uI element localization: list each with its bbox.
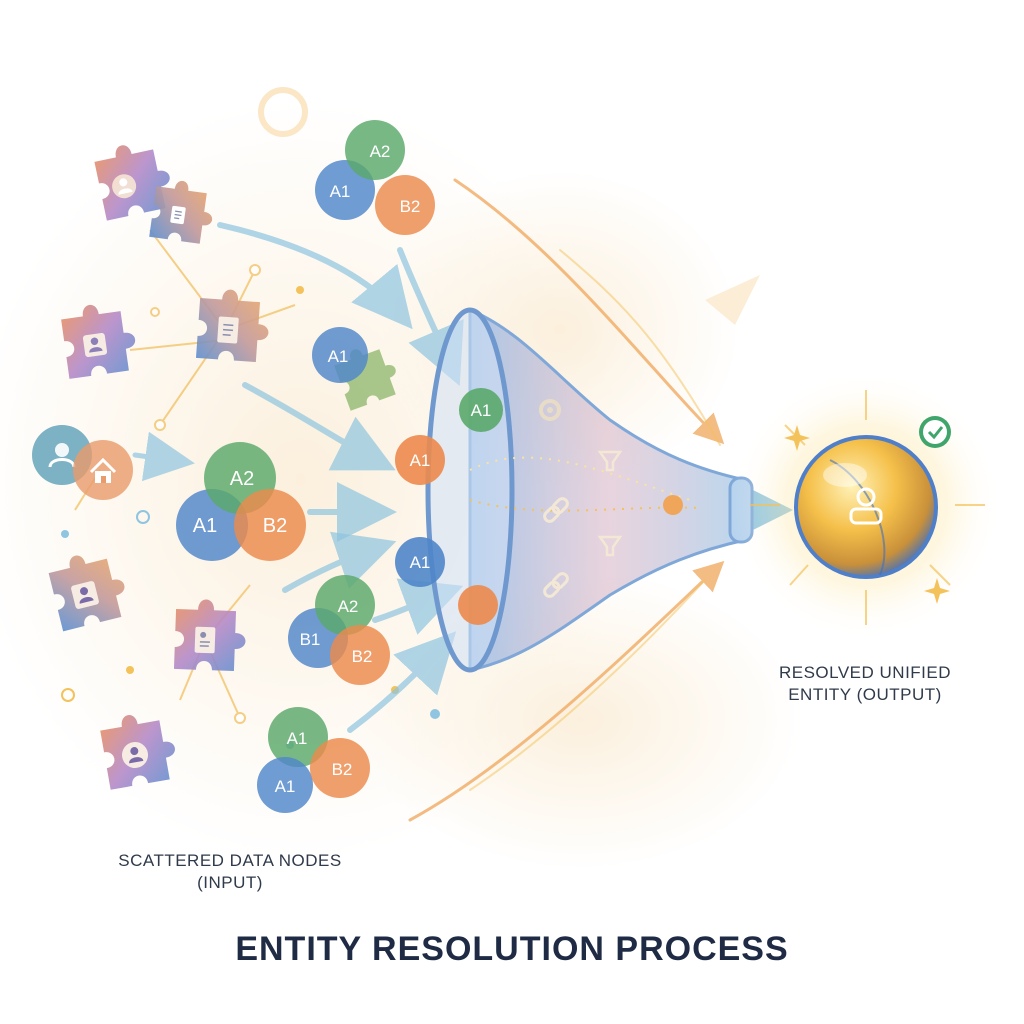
node-label: A2 (338, 597, 359, 616)
link-icon (543, 497, 569, 523)
user-icon (48, 443, 76, 468)
unified-entity-orb (731, 370, 1001, 640)
link-icon (543, 572, 569, 598)
node-label: A1 (287, 729, 308, 748)
node-label: B2 (263, 515, 287, 537)
gear-icon (539, 399, 561, 421)
background-blobs (0, 87, 800, 870)
user-icon (849, 487, 883, 525)
puzzle-piece-icon (59, 299, 140, 379)
puzzle-piece-icon (195, 287, 272, 363)
node-label: A2 (230, 468, 254, 490)
venn-cluster (176, 442, 306, 561)
venn-cluster (257, 707, 370, 813)
node-label: A1 (328, 347, 349, 366)
output-caption-line2: ENTITY (OUTPUT) (788, 685, 942, 704)
input-caption-line1: SCATTERED DATA NODES (118, 851, 342, 870)
input-caption: SCATTERED DATA NODES (INPUT) (95, 850, 365, 894)
sparkle-icon (784, 425, 950, 604)
diagram-title: ENTITY RESOLUTION PROCESS (235, 930, 789, 968)
puzzle-piece-icon (92, 136, 176, 221)
node-label: A1 (275, 777, 296, 796)
filter-icon (597, 535, 623, 557)
home-user-pair (32, 425, 133, 500)
node-label: A1 (410, 553, 431, 572)
puzzle-piece-icon (46, 545, 132, 632)
venn-cluster (315, 120, 435, 235)
output-caption-line1: RESOLVED UNIFIED (778, 663, 952, 682)
puzzle-piece-icon (98, 708, 181, 790)
flow-arrows (132, 178, 793, 822)
node-label: A1 (193, 515, 217, 537)
single-node (312, 327, 368, 383)
node-label: B1 (300, 630, 321, 649)
home-icon (89, 457, 117, 483)
node-label: B2 (400, 197, 421, 216)
input-caption-line2: (INPUT) (197, 873, 263, 892)
checkmark-icon (919, 416, 951, 448)
node-label: B2 (352, 647, 373, 666)
node-label: A1 (410, 451, 431, 470)
output-caption: RESOLVED UNIFIED ENTITY (OUTPUT) (745, 662, 985, 706)
funnel-input-nodes (395, 388, 503, 625)
node-labels: A1 A2 B2 A1 A1 A1 A1 A1 A2 B2 B1 A2 B2 A… (193, 142, 492, 796)
puzzle-piece-icon (173, 598, 247, 672)
filter-icon (597, 450, 623, 472)
node-label: A1 (330, 182, 351, 201)
node-label: A2 (370, 142, 391, 161)
venn-cluster (288, 575, 390, 685)
node-label: B2 (332, 760, 353, 779)
node-label: A1 (471, 401, 492, 420)
